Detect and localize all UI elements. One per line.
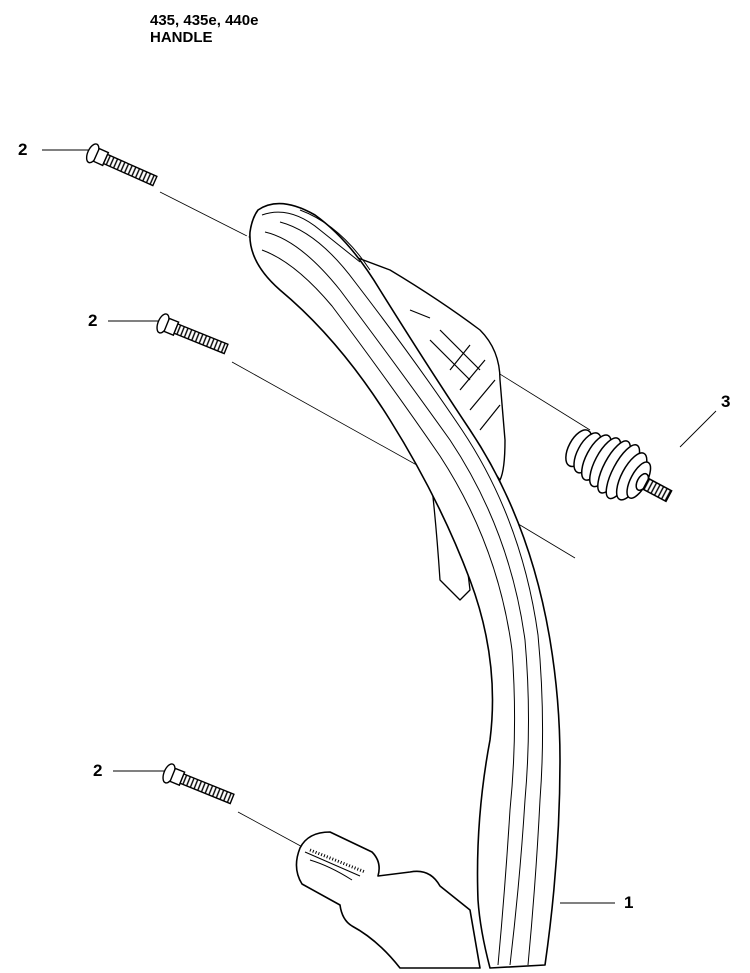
callout-leaders [42, 149, 717, 904]
callout-handle: 1 [624, 893, 634, 912]
vibration-damper-spring-icon [565, 429, 673, 503]
drawing-title-block: 435, 435e, 440e HANDLE [150, 12, 258, 46]
screw-icon [156, 313, 229, 355]
model-list: 435, 435e, 440e [150, 12, 259, 29]
callout-screw-top: 2 [18, 140, 28, 159]
screw-icon [162, 763, 235, 805]
section-title: HANDLE [150, 29, 213, 46]
callout-screw-middle: 2 [88, 311, 98, 330]
callout-screw-bottom: 2 [93, 761, 103, 780]
handle-icon [249, 202, 561, 969]
callout-damper: 3 [721, 392, 731, 411]
screw-icon [85, 143, 158, 187]
